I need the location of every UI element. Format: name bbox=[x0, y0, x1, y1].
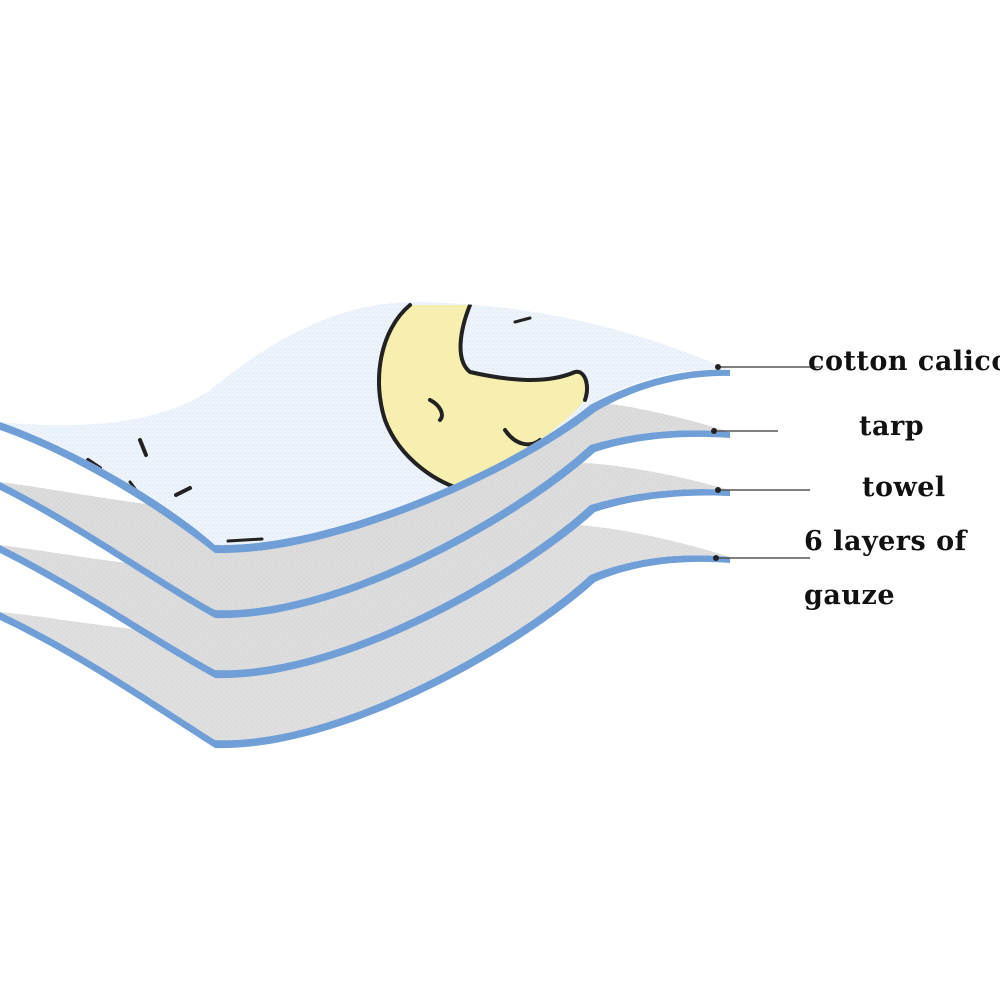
leader-dot-towel bbox=[715, 487, 721, 493]
label-cotton-calico: cotton calico bbox=[808, 346, 1000, 377]
leader-dot-gauze bbox=[713, 555, 719, 561]
label-gauze-line-2: gauze bbox=[804, 580, 895, 611]
label-gauze-line-1: 6 layers of bbox=[804, 526, 967, 557]
label-towel: towel bbox=[862, 472, 946, 503]
leader-dot-cotton-calico bbox=[715, 364, 721, 370]
leader-dot-tarp bbox=[711, 428, 717, 434]
label-tarp: tarp bbox=[859, 411, 924, 442]
